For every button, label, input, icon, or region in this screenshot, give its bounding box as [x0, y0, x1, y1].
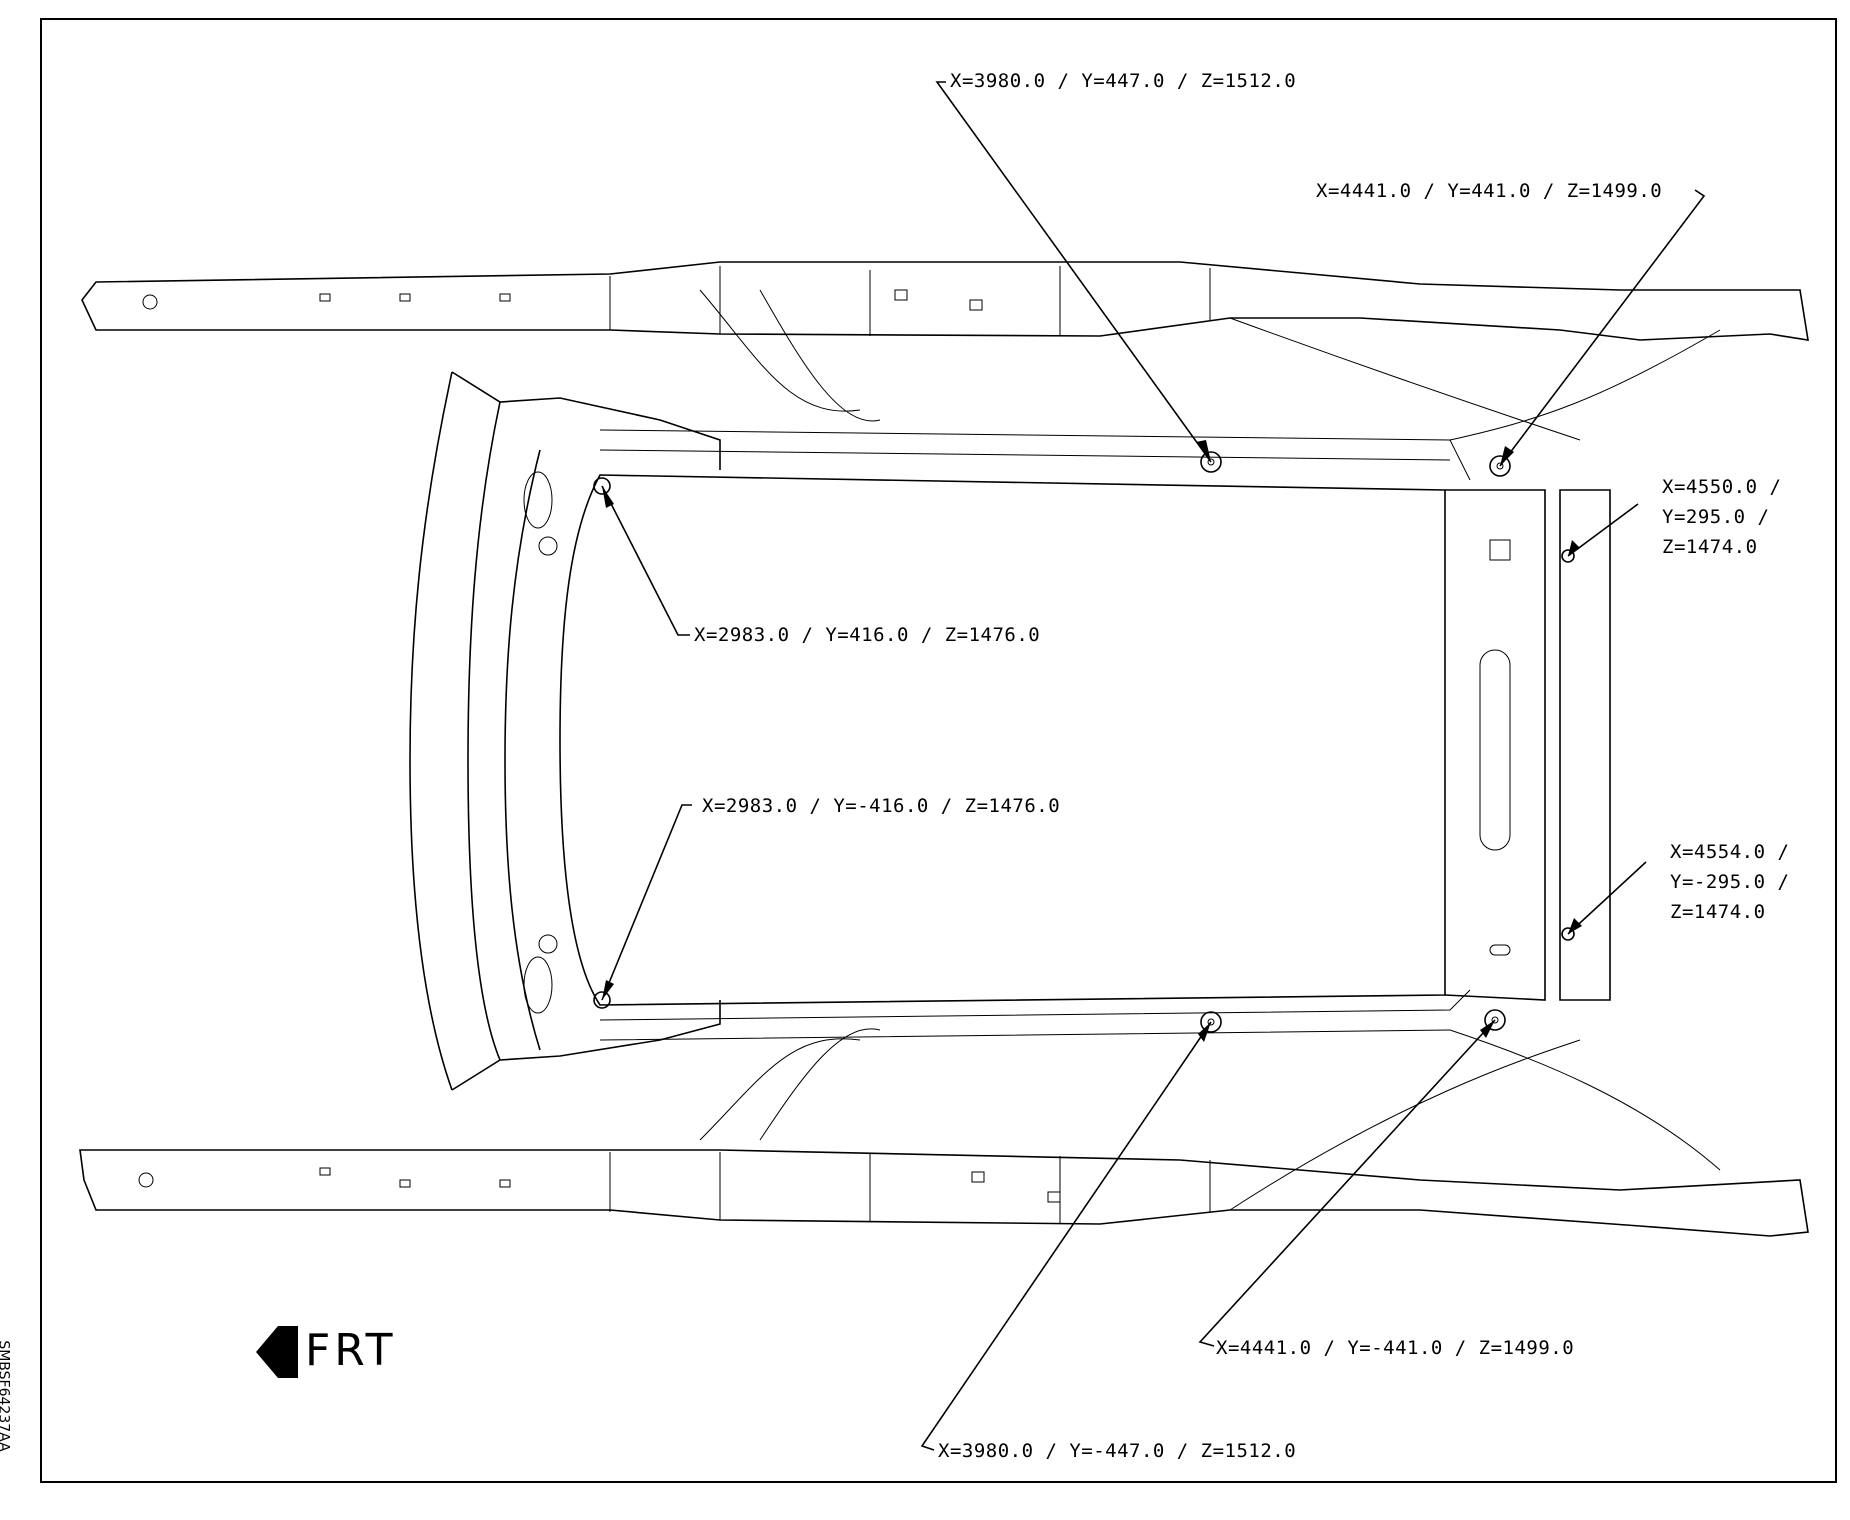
upper-side-rail [81, 261, 1809, 422]
callout-c3-line3: Z=1474.0 [1662, 536, 1758, 558]
callout-c6-line1: X=4554.0 / [1670, 841, 1790, 863]
callout-c6: X=4554.0 / Y=-295.0 / Z=1474.0 [1670, 837, 1789, 927]
attachment-points [593, 451, 1575, 1033]
callout-c5: X=2983.0 / Y=-416.0 / Z=1476.0 [702, 795, 1061, 817]
figure-id: SMBSF64237AA [0, 1340, 12, 1452]
arrow-left-icon [256, 1326, 298, 1378]
callout-c3-line1: X=4550.0 / [1662, 476, 1782, 498]
callout-c3: X=4550.0 / Y=295.0 / Z=1474.0 [1662, 472, 1781, 562]
leader-arrowheads [602, 440, 1582, 1042]
callout-c1: X=3980.0 / Y=447.0 / Z=1512.0 [950, 70, 1297, 92]
leader-lines [601, 81, 1706, 1451]
callout-c3-line2: Y=295.0 / [1662, 506, 1770, 528]
drawing-border [40, 18, 1837, 1483]
callout-c6-line2: Y=-295.0 / [1670, 871, 1790, 893]
roof-frame [409, 317, 1721, 1211]
callout-c8: X=3980.0 / Y=-447.0 / Z=1512.0 [938, 1440, 1297, 1462]
lower-side-rail [79, 1028, 1809, 1237]
callout-c6-line3: Z=1474.0 [1670, 901, 1766, 923]
callout-c2: X=4441.0 / Y=441.0 / Z=1499.0 [1316, 180, 1663, 202]
callout-c4: X=2983.0 / Y=416.0 / Z=1476.0 [694, 624, 1041, 646]
callout-c7: X=4441.0 / Y=-441.0 / Z=1499.0 [1216, 1337, 1575, 1359]
front-direction-label: FRT [305, 1325, 397, 1376]
